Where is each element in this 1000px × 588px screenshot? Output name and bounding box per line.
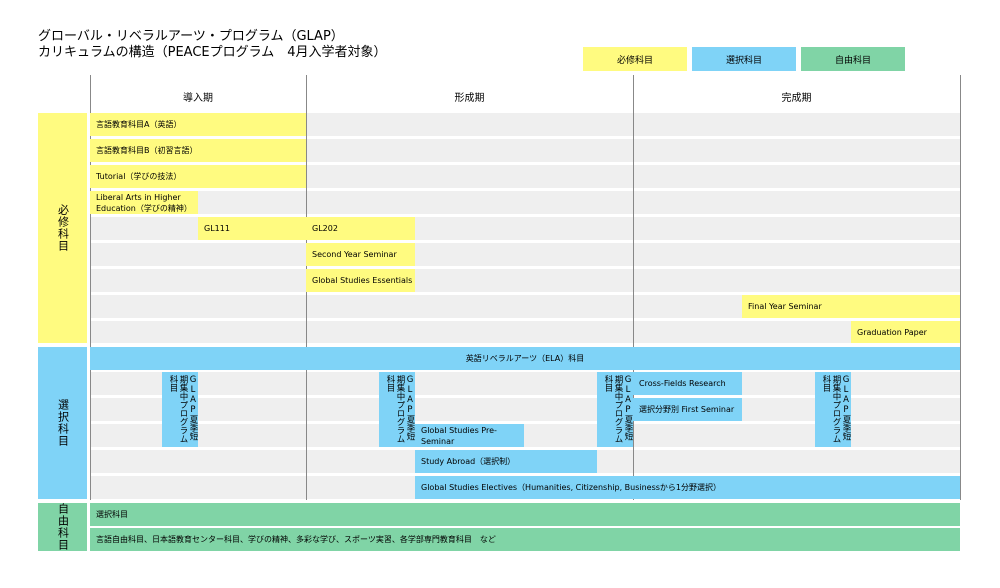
course-lang-a: 言語教育科目A（英語）: [90, 113, 306, 136]
category-required: 必修科目: [38, 113, 87, 343]
course-ge-electives: Global Studies Electives（Humanities, Cit…: [415, 476, 960, 499]
course-gse: Global Studies Essentials: [306, 269, 415, 292]
course-grad-paper: Graduation Paper: [851, 321, 960, 343]
phase-intro: 導入期: [183, 93, 213, 104]
page-title-line1: グローバル・リベラルアーツ・プログラム（GLAP）: [38, 29, 344, 44]
course-summer-3: GLAP夏季短期集中プログラム科目: [597, 372, 633, 447]
course-free-elective: 選択科目: [90, 503, 960, 526]
course-summer-1: GLAP夏季短期集中プログラム科目: [162, 372, 198, 447]
legend-elective: 選択科目: [692, 47, 796, 71]
course-liberal-arts: Liberal Arts in Higher Education（学びの精神）: [90, 191, 198, 214]
legend-required: 必修科目: [583, 47, 687, 71]
phase-formation: 形成期: [454, 93, 485, 104]
course-summer-2: GLAP夏季短期集中プログラム科目: [379, 372, 415, 447]
category-free: 自由科目: [38, 503, 87, 551]
course-pre-seminar: Global Studies Pre-Seminar: [415, 424, 524, 447]
course-gl111: GL111: [198, 217, 306, 240]
phase-completion: 完成期: [781, 93, 812, 104]
page-title-line2: カリキュラムの構造（PEACEプログラム 4月入学者対象）: [38, 45, 387, 60]
course-summer-4: GLAP夏季短期集中プログラム科目: [815, 372, 851, 447]
course-gl202: GL202: [306, 217, 415, 240]
course-free-list: 言語自由科目、日本語教育センター科目、学びの精神、多彩な学び、スポーツ実習、各学…: [90, 528, 960, 551]
course-tutorial: Tutorial（学びの技法）: [90, 165, 306, 188]
course-lang-b: 言語教育科目B（初習言語）: [90, 139, 306, 162]
course-ela: 英語リベラルアーツ（ELA）科目: [90, 347, 960, 370]
legend-free: 自由科目: [801, 47, 905, 71]
course-first-seminar: 選択分野別 First Seminar: [633, 398, 742, 421]
course-second-seminar: Second Year Seminar: [306, 243, 415, 266]
course-cross-fields: Cross-Fields Research: [633, 372, 742, 395]
category-elective: 選択科目: [38, 347, 87, 499]
course-final-seminar: Final Year Seminar: [742, 295, 960, 318]
course-study-abroad: Study Abroad（選択制）: [415, 450, 597, 473]
